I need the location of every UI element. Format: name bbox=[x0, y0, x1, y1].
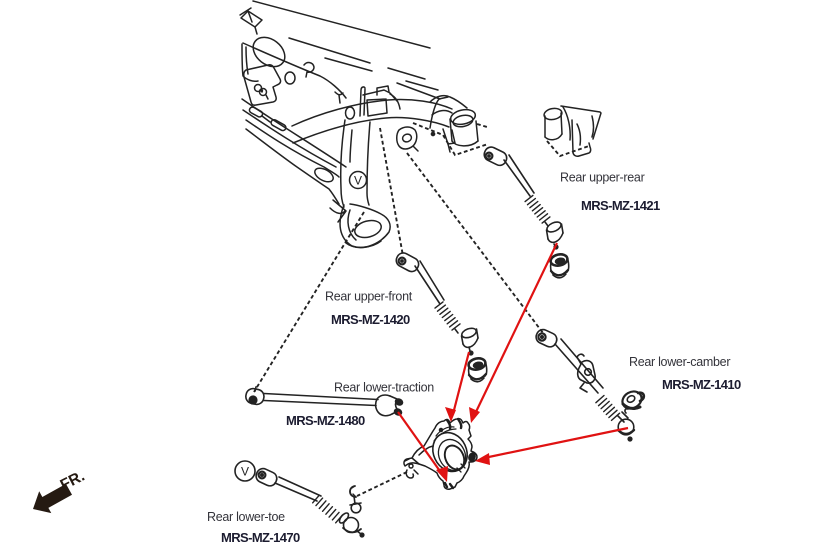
svg-text:Rear lower-toe: Rear lower-toe bbox=[207, 510, 285, 524]
svg-text:Rear upper-front: Rear upper-front bbox=[325, 290, 413, 304]
svg-text:Rear lower-camber: Rear lower-camber bbox=[629, 355, 730, 369]
svg-text:MRS-MZ-1480: MRS-MZ-1480 bbox=[286, 413, 365, 428]
svg-text:V: V bbox=[241, 465, 249, 479]
svg-text:V: V bbox=[354, 174, 362, 188]
svg-text:MRS-MZ-1410: MRS-MZ-1410 bbox=[662, 377, 741, 392]
svg-text:MRS-MZ-1420: MRS-MZ-1420 bbox=[331, 312, 410, 327]
svg-text:Rear lower-traction: Rear lower-traction bbox=[334, 381, 434, 395]
svg-text:Rear upper-rear: Rear upper-rear bbox=[560, 171, 645, 185]
svg-text:MRS-MZ-1421: MRS-MZ-1421 bbox=[581, 198, 660, 213]
svg-text:MRS-MZ-1470: MRS-MZ-1470 bbox=[221, 530, 300, 543]
